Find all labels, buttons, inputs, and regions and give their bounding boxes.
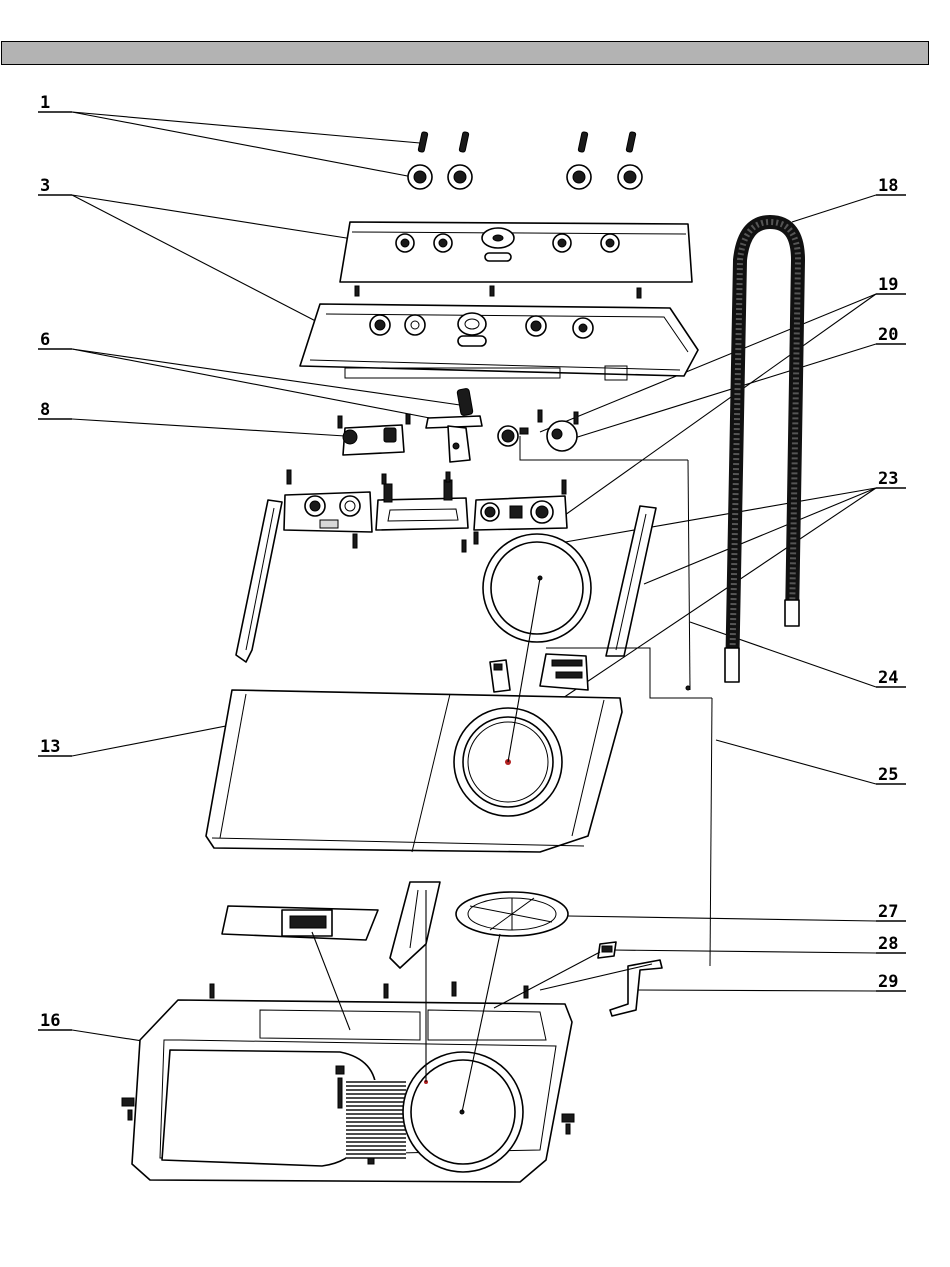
hinge-clip-left — [490, 660, 510, 692]
part-27-fan — [456, 892, 568, 936]
callout-28-label: 28 — [878, 934, 898, 954]
callout-25: 25 — [716, 740, 906, 785]
callout-20-label: 20 — [878, 325, 898, 345]
callout-6-label: 6 — [40, 330, 50, 350]
part-1-knobs — [408, 132, 642, 189]
callout-18-label: 18 — [878, 176, 898, 196]
callout-27-label: 27 — [878, 902, 898, 922]
part-28-clip — [598, 942, 616, 958]
part-23-right-side-rail — [606, 506, 656, 656]
callout-24: 24 — [690, 622, 906, 688]
callout-18: 18 — [792, 176, 906, 222]
callout-1-label: 1 — [40, 93, 50, 113]
left-switch-bracket — [284, 470, 372, 548]
part-23-tub-ring — [483, 534, 591, 642]
base-cabinet — [122, 982, 574, 1182]
callout-29: 29 — [638, 972, 906, 992]
callout-29-label: 29 — [878, 972, 898, 992]
part-6-switch-assembly — [426, 388, 482, 462]
part-19-20-knob-cap — [498, 410, 578, 451]
part-18-drain-hose — [725, 222, 799, 682]
callout-13-label: 13 — [40, 737, 60, 757]
inner-panel-left — [222, 906, 378, 940]
callout-28: 28 — [612, 934, 906, 954]
callout-23-label: 23 — [878, 469, 898, 489]
middle-bracket — [376, 472, 468, 530]
left-side-rail — [236, 500, 282, 662]
callout-27: 27 — [568, 902, 906, 922]
callout-25-label: 25 — [878, 765, 898, 785]
callout-3-label: 3 — [40, 176, 50, 196]
center-column — [390, 882, 440, 968]
callout-24-label: 24 — [878, 668, 898, 688]
callout-16-label: 16 — [40, 1011, 60, 1031]
callout-8-label: 8 — [40, 400, 50, 420]
part-13-top-cover — [206, 690, 622, 852]
callout-1: 1 — [38, 93, 420, 178]
part-3-control-panel-upper — [340, 222, 692, 298]
callout-19-label: 19 — [878, 275, 898, 295]
part-3-control-panel-lower — [300, 304, 698, 380]
part-23-hinge-clip-right — [540, 654, 588, 690]
part-29-bracket — [610, 960, 662, 1016]
callout-8: 8 — [38, 400, 345, 436]
part-8-left-switch — [338, 414, 410, 455]
